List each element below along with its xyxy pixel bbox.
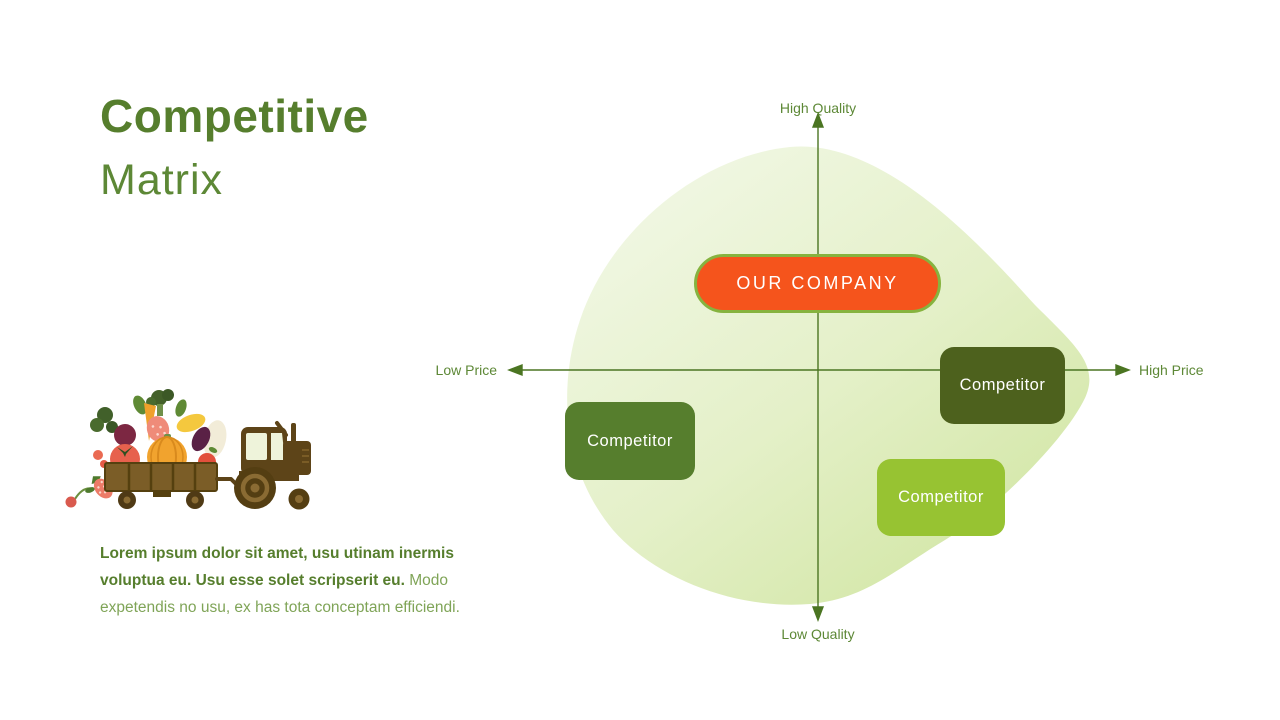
axis-label-low-quality: Low Quality (781, 626, 855, 642)
competitor-label: Competitor (587, 431, 673, 450)
axis-arrow-right-icon (1115, 363, 1131, 377)
competitor-label: Competitor (959, 376, 1046, 394)
competitor-box-low-quality: Competitor (877, 459, 1005, 536)
page-title-line1: Competitive (100, 90, 369, 142)
competitor-box-low-price: Competitor (565, 402, 695, 480)
axis-arrow-left-icon (507, 363, 523, 377)
axis-label-high-quality: High Quality (779, 100, 857, 116)
cart-icon (104, 462, 253, 509)
body-paragraph-regular: Modo expetendis no usu, ex has tota conc… (100, 572, 460, 616)
body-paragraph: Lorem ipsum dolor sit amet, usu utinam i… (100, 540, 500, 621)
axis-label-high-price: High Price (1139, 362, 1204, 378)
tractor-produce-illustration (65, 389, 311, 510)
competitor-box-high-price: Competitor (940, 347, 1065, 424)
axis-label-low-price: Low Price (435, 362, 497, 378)
competitor-label: Competitor (898, 488, 984, 506)
tractor-icon (234, 421, 311, 510)
page-title: Competitive Matrix (100, 84, 369, 212)
body-paragraph-bold: Lorem ipsum dolor sit amet, usu utinam i… (100, 545, 454, 589)
our-company-badge: OUR COMPANY (694, 254, 941, 313)
page-title-line2: Matrix (100, 156, 224, 204)
our-company-label: OUR COMPANY (736, 273, 899, 293)
